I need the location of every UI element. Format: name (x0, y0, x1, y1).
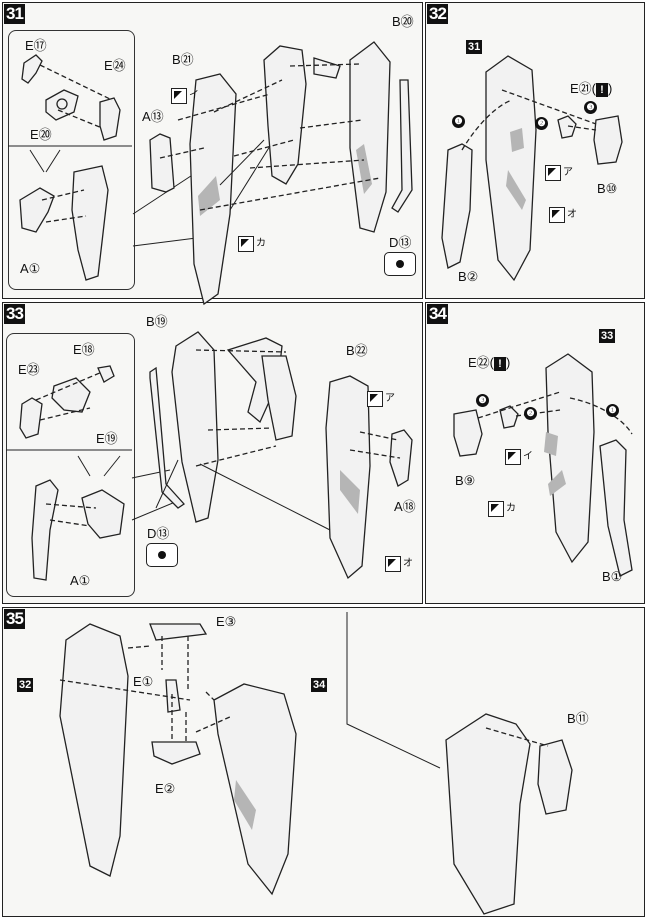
part-label: E② (155, 781, 176, 796)
step-marker-2: ❷ (535, 117, 548, 130)
reference-step-33: 33 (599, 329, 616, 343)
part-label: B① (602, 569, 623, 584)
step-32-parts (441, 55, 623, 282)
part-label: D⑬ (147, 526, 170, 541)
sticker-tag-label: オ (567, 209, 577, 220)
part-label: E㉔ (104, 58, 126, 73)
sticker-tag (505, 449, 521, 465)
part-label: B② (458, 269, 479, 284)
sticker-tag (488, 501, 504, 517)
part-label: B⑨ (455, 473, 476, 488)
step-34-parts (453, 353, 633, 577)
sticker-tag-label: カ (506, 503, 516, 514)
sticker-box (146, 543, 178, 567)
part-label: B⑪ (567, 711, 589, 726)
part-label: B㉑ (172, 52, 194, 67)
reference-step-32: 32 (17, 678, 34, 692)
sticker-tag (171, 88, 187, 104)
part-label: E⑱ (73, 342, 95, 357)
step-31-main-parts (149, 41, 413, 306)
sticker-tag-label: ア (563, 167, 573, 178)
part-label-e22: E㉒ (468, 355, 490, 370)
step-35-number: 35 (4, 609, 25, 629)
sticker-tag (367, 391, 383, 407)
step-marker-3: ❸ (476, 394, 489, 407)
step-33-number: 33 (4, 304, 25, 324)
sticker-tag (549, 207, 565, 223)
step-marker-1: ❶ (452, 115, 465, 128)
sticker-tag (545, 165, 561, 181)
part-label: E③ (216, 614, 237, 629)
step-marker-3: ❸ (584, 101, 597, 114)
step-marker-2: ❷ (524, 407, 537, 420)
part-label: A⑬ (142, 109, 164, 124)
step-marker-1: ❶ (606, 404, 619, 417)
part-label: E㉑(!) (570, 81, 613, 97)
sticker-tag-label: ア (385, 393, 395, 404)
sticker-tag-label: イ (523, 451, 533, 462)
warning-icon: ! (596, 83, 609, 97)
part-label: E⑳ (30, 127, 52, 142)
part-label: B⑳ (392, 14, 414, 29)
step-31-inset-parts (8, 54, 221, 281)
reference-step-34: 34 (311, 678, 328, 692)
part-label: E⑲ (96, 431, 118, 446)
part-label: A① (70, 573, 91, 588)
step-31-number: 31 (4, 4, 25, 24)
warning-icon: ! (494, 357, 507, 371)
step-33-main-parts (149, 331, 413, 580)
part-label: B⑩ (597, 181, 618, 196)
sticker-tag-label: オ (403, 558, 413, 569)
part-label: E㉓ (18, 362, 40, 377)
part-label: E㉒(!) (468, 355, 511, 371)
part-label-e21: E㉑ (570, 81, 592, 96)
part-label: B⑲ (146, 314, 168, 329)
step-33-inset-parts (6, 365, 181, 581)
part-label: D⑬ (389, 235, 412, 250)
step-35-parts (59, 612, 573, 915)
part-label: B㉒ (346, 343, 368, 358)
sticker-tag (238, 236, 254, 252)
part-label: A⑱ (394, 499, 416, 514)
reference-step-31: 31 (466, 40, 483, 54)
sticker-tag-label: イ (189, 90, 199, 101)
part-label: E⑰ (25, 38, 47, 53)
sticker-tag (385, 556, 401, 572)
sticker-tag-label: カ (256, 238, 266, 249)
step-32-number: 32 (427, 4, 448, 24)
part-label: A① (20, 261, 41, 276)
sticker-box (384, 252, 416, 276)
part-label: E① (133, 674, 154, 689)
step-34-number: 34 (427, 304, 448, 324)
